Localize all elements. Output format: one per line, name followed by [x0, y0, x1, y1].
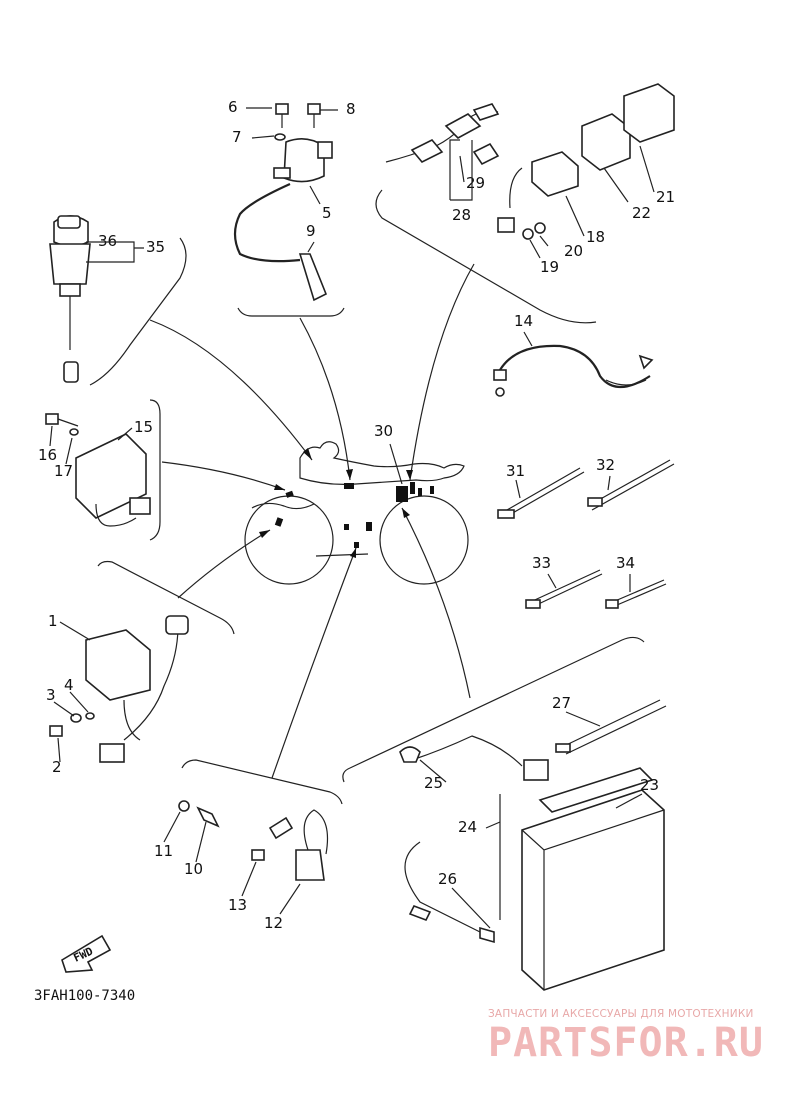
- callout-23: 23: [640, 776, 659, 794]
- callout-27: 27: [552, 694, 571, 712]
- callout-32: 32: [596, 456, 615, 474]
- callout-35: 35: [146, 238, 165, 256]
- watermark-subtitle: ЗАПЧАСТИ И АКСЕССУАРЫ ДЛЯ МОТОТЕХНИКИ: [488, 1008, 754, 1020]
- wire-harness: [493, 344, 654, 397]
- callout-28: 28: [452, 206, 471, 224]
- callout-6: 6: [228, 98, 238, 116]
- callout-14: 14: [514, 312, 533, 330]
- callout-19: 19: [540, 258, 559, 276]
- leader-lines: [49, 107, 655, 929]
- callout-4: 4: [64, 676, 74, 694]
- callout-36: 36: [98, 232, 117, 250]
- motorcycle-silhouette: [244, 441, 469, 585]
- callout-22: 22: [632, 204, 651, 222]
- callout-17: 17: [54, 462, 73, 480]
- callout-31: 31: [506, 462, 525, 480]
- cable-bands: [497, 459, 675, 609]
- relay-assembly: [385, 83, 675, 240]
- callout-15: 15: [134, 418, 153, 436]
- callout-8: 8: [346, 100, 356, 118]
- ignition-coil-assembly: [233, 103, 333, 302]
- callout-5: 5: [322, 204, 332, 222]
- callout-29: 29: [466, 174, 485, 192]
- callout-10: 10: [184, 860, 203, 878]
- callout-13: 13: [228, 896, 247, 914]
- callout-1: 1: [48, 612, 58, 630]
- callout-24: 24: [458, 818, 477, 836]
- cdi-unit-assembly: [49, 615, 189, 763]
- callout-2: 2: [52, 758, 62, 776]
- battery-assembly: [399, 699, 667, 991]
- callout-11: 11: [154, 842, 173, 860]
- callout-21: 21: [656, 188, 675, 206]
- callout-labels: 6 7 8 5 9 36 35 29 28 18 20 19 22 21 14 …: [38, 98, 675, 932]
- callout-18: 18: [586, 228, 605, 246]
- watermark-brand: PARTSFOR.RU: [488, 1020, 764, 1066]
- main-switch-assembly: [49, 215, 91, 383]
- callout-30: 30: [374, 422, 393, 440]
- callout-34: 34: [616, 554, 635, 572]
- callout-12: 12: [264, 914, 283, 932]
- callout-20: 20: [564, 242, 583, 260]
- switch-assembly: [178, 800, 329, 881]
- callout-9: 9: [306, 222, 316, 240]
- callout-3: 3: [46, 686, 56, 704]
- callout-7: 7: [232, 128, 242, 146]
- callout-26: 26: [438, 870, 457, 888]
- fwd-arrow-icon: FWD: [61, 934, 112, 973]
- diagram-code: 3FAH100-7340: [34, 988, 135, 1004]
- callout-33: 33: [532, 554, 551, 572]
- callout-25: 25: [424, 774, 443, 792]
- rectifier-assembly: [45, 413, 151, 527]
- callout-16: 16: [38, 446, 57, 464]
- group-brackets: [89, 189, 645, 805]
